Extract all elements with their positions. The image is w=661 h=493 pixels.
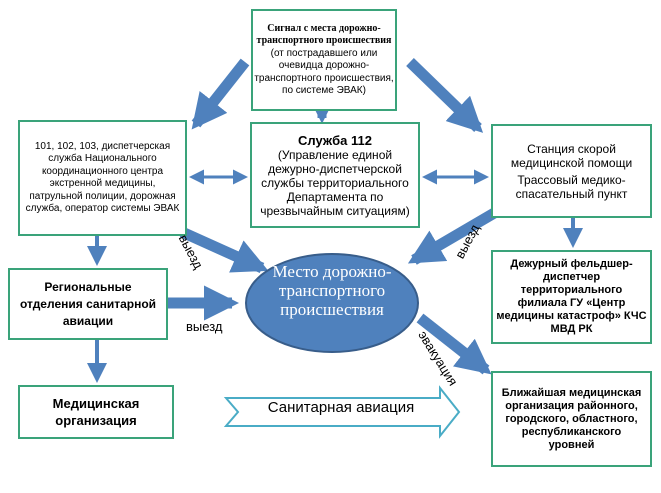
service112-box: Служба 112 (Управление единой дежурно-ди… <box>250 122 420 228</box>
service112-title: Служба 112 <box>298 132 372 148</box>
regional-text: Региональные отделения санитарной авиаци… <box>19 279 157 328</box>
signal-subtitle: (от пострадавшего или очевидца дорожно-т… <box>254 47 394 97</box>
medical-org-text: Медицинская организация <box>52 396 140 428</box>
medical-org-box: Медицинская организация <box>18 385 174 439</box>
services-text: 101, 102, 103, диспетчерская служба Наци… <box>25 140 180 215</box>
signal-box: Сигнал с места дорожно-транспортного про… <box>251 9 397 111</box>
air-ambulance-arrow <box>223 385 461 439</box>
arrow-center-to-nearest <box>416 313 492 375</box>
accident-site-text: Место дорожно-транспортного происшествия <box>272 262 392 319</box>
ambulance-line2: Трассовый медико-спасательный пункт <box>515 172 628 201</box>
arrow-ambulance-to-center <box>407 207 499 265</box>
arrow-signal-to-ambulance <box>406 58 484 133</box>
dispatcher-box: Дежурный фельдшер-диспетчер территориаль… <box>491 250 652 344</box>
accident-site-ellipse <box>245 253 419 353</box>
dispatcher-text: Дежурный фельдшер-диспетчер территориаль… <box>496 258 647 335</box>
label-exit-regional: выезд <box>186 319 223 334</box>
ambulance-line1: Станция скорой медицинской помощи <box>510 141 633 170</box>
services-box: 101, 102, 103, диспетчерская служба Наци… <box>18 120 187 236</box>
ambulance-box: Станция скорой медицинской помощи Трассо… <box>491 124 652 218</box>
nearest-org-box: Ближайшая медицинская организация районн… <box>491 371 652 467</box>
air-ambulance-text: Санитарная авиация <box>267 399 415 416</box>
signal-title: Сигнал с места дорожно-транспортного про… <box>256 22 392 47</box>
regional-box: Региональные отделения санитарной авиаци… <box>8 268 168 340</box>
arrow-services-to-center <box>179 226 269 274</box>
nearest-org-text: Ближайшая медицинская организация районн… <box>501 386 642 451</box>
service112-subtitle: (Управление единой дежурно-диспетчерской… <box>260 147 410 218</box>
arrow-signal-to-services <box>191 58 250 130</box>
